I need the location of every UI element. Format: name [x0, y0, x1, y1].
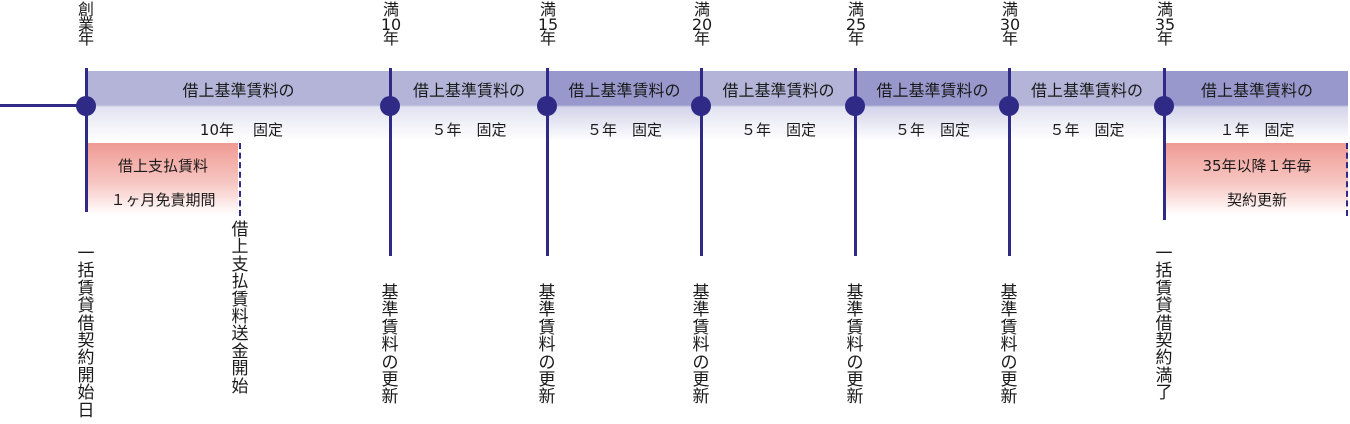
renewal-line2: 契約更新: [1226, 191, 1287, 209]
period-fixed: 固定: [253, 121, 284, 139]
period-band: 借上基準賃料の 10年 固定: [88, 71, 389, 141]
milestone-label: 満30年: [998, 0, 1022, 49]
milestone-label: 満20年: [690, 0, 714, 49]
milestone-line: [546, 68, 549, 256]
milestone-label-text: 満15年: [537, 0, 559, 49]
milestone-line: [700, 68, 703, 256]
period-term: ５年 固定: [431, 121, 507, 139]
period-term: ５年 固定: [586, 121, 662, 139]
period-term: ５年 固定: [740, 121, 816, 139]
period-term: ５年 固定: [1049, 121, 1125, 139]
period-band: 借上基準賃料の １年 固定: [1166, 71, 1348, 141]
milestone-dot: [1154, 96, 1174, 116]
milestone-label-text: 満20年: [691, 0, 713, 49]
period-term: ５年 固定: [894, 121, 970, 139]
period-band: 借上基準賃料の ５年 固定: [1011, 71, 1163, 141]
rent-renewal-label: 基準賃料の更新: [1000, 283, 1018, 408]
milestone-line: [85, 68, 88, 212]
milestone-dot: [691, 96, 711, 116]
milestone-dot: [999, 96, 1019, 116]
milestone-line: [1163, 68, 1166, 220]
milestone-line: [854, 68, 857, 256]
period-term: １年 固定: [1219, 121, 1295, 139]
milestone-label-text: 満10年: [380, 0, 402, 49]
free-period-end-line: [239, 143, 241, 216]
period-term: 10年: [199, 121, 234, 139]
milestone-label-text: 満30年: [999, 0, 1021, 49]
period-band: 借上基準賃料の ５年 固定: [857, 71, 1008, 141]
milestone-label: 満15年: [536, 0, 560, 49]
milestone-label: 創業年: [77, 0, 94, 49]
renewal-box: 35年以降１年毎 契約更新: [1166, 143, 1348, 215]
period-title: 借上基準賃料の: [412, 81, 525, 100]
milestone-dot: [845, 96, 865, 116]
period-band: 借上基準賃料の ５年 固定: [549, 71, 700, 141]
milestone-dot: [537, 96, 557, 116]
milestone-line: [389, 68, 392, 256]
contract-start-label: 一括賃貸借契約開始日: [77, 244, 95, 421]
rent-renewal-label: 基準賃料の更新: [846, 283, 864, 408]
payment-start-label: 借上支払賃料送金開始: [231, 220, 249, 397]
free-period-line2: １ヶ月免責期間: [110, 191, 216, 209]
period-title: 借上基準賃料の: [722, 81, 835, 100]
free-period-line1: 借上支払賃料: [117, 157, 208, 175]
milestone-dot: [380, 96, 400, 116]
period-title: 借上基準賃料の: [182, 81, 295, 100]
milestone-label-text: 満35年: [1154, 0, 1176, 49]
renewal-line1: 35年以降１年毎: [1202, 157, 1312, 175]
rent-renewal-label: 基準賃料の更新: [381, 283, 399, 408]
milestone-label: 満25年: [844, 0, 868, 49]
period-title: 借上基準賃料の: [568, 81, 681, 100]
period-title: 借上基準賃料の: [876, 81, 989, 100]
period-band: 借上基準賃料の ５年 固定: [392, 71, 546, 141]
renewal-end-line: [1346, 143, 1348, 216]
milestone-label-text: 満25年: [845, 0, 867, 49]
milestone-label: 満35年: [1153, 0, 1177, 49]
period-title: 借上基準賃料の: [1200, 81, 1313, 100]
free-period-box: 借上支払賃料 １ヶ月免責期間: [88, 143, 238, 215]
period-title: 借上基準賃料の: [1030, 81, 1143, 100]
milestone-line: [1008, 68, 1011, 256]
rent-renewal-label: 基準賃料の更新: [692, 283, 710, 408]
contract-end-label: 一括賃貸借契約満了: [1155, 244, 1173, 404]
milestone-dot: [76, 96, 96, 116]
period-band: 借上基準賃料の ５年 固定: [703, 71, 854, 141]
milestone-label: 満10年: [379, 0, 403, 49]
rent-renewal-label: 基準賃料の更新: [538, 283, 556, 408]
